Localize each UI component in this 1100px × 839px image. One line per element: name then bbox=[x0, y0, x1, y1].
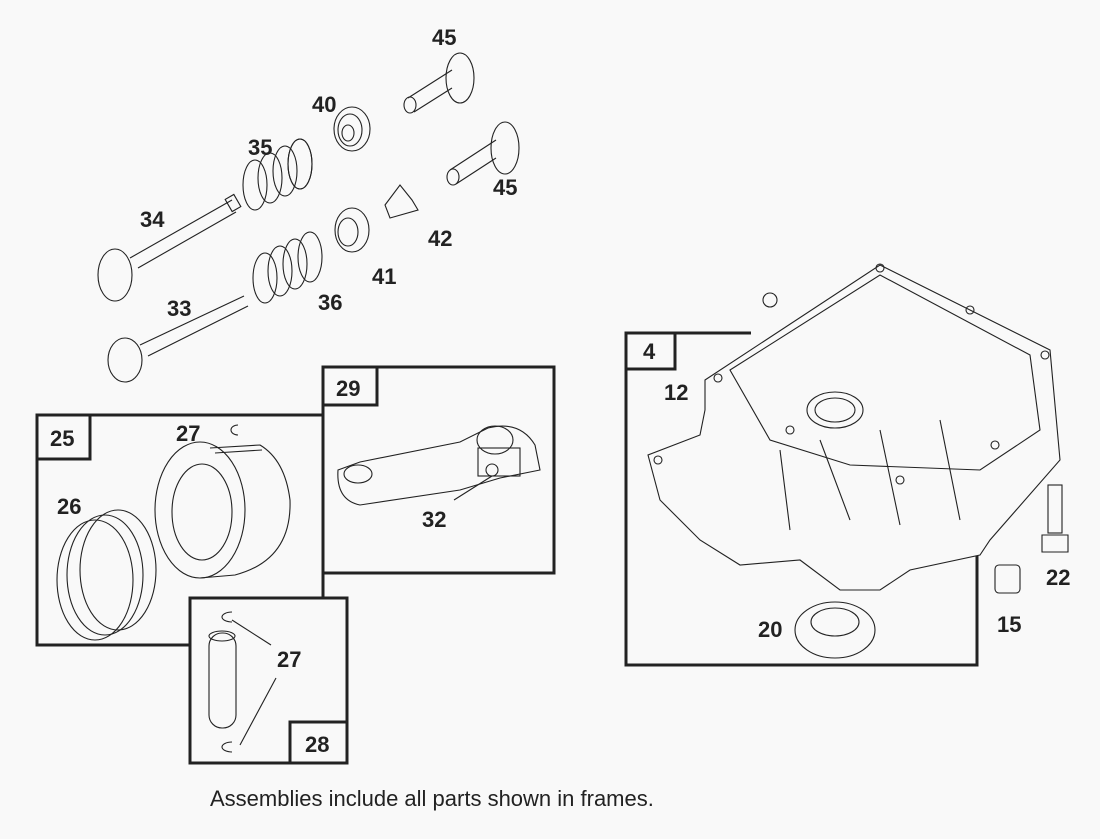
leader-line-32 bbox=[453, 475, 493, 501]
valve-spring-36 bbox=[252, 231, 323, 304]
retainer-clip-27 bbox=[230, 424, 239, 436]
piston-rings-26 bbox=[56, 509, 157, 641]
callout-42: 42 bbox=[428, 226, 452, 251]
frame-label-4: 4 bbox=[643, 339, 656, 364]
frame-label-29: 29 bbox=[336, 376, 360, 401]
frame-4: 4 bbox=[624, 331, 979, 667]
callout-12: 12 bbox=[664, 380, 688, 405]
callout-27: 27 bbox=[277, 647, 301, 672]
callout-27: 27 bbox=[176, 421, 200, 446]
callout-41: 41 bbox=[372, 264, 396, 289]
callout-45: 45 bbox=[493, 175, 517, 200]
spring-retainer-41 bbox=[334, 207, 370, 253]
callout-36: 36 bbox=[318, 290, 342, 315]
callout-20: 20 bbox=[758, 617, 782, 642]
callout-15: 15 bbox=[997, 612, 1021, 637]
callout-26: 26 bbox=[57, 494, 81, 519]
crankcase-sump bbox=[647, 263, 1061, 591]
callout-33: 33 bbox=[167, 296, 191, 321]
valve-spring-35 bbox=[242, 138, 313, 211]
valve-34 bbox=[97, 193, 242, 302]
valve-33 bbox=[107, 295, 249, 383]
connecting-rod bbox=[337, 425, 541, 506]
piston-pin bbox=[208, 630, 237, 729]
callout-40: 40 bbox=[312, 92, 336, 117]
callout-34: 34 bbox=[140, 207, 165, 232]
valve-keeper-42 bbox=[384, 184, 419, 219]
bolt-22 bbox=[1041, 484, 1069, 553]
piston bbox=[154, 441, 291, 579]
callout-32: 32 bbox=[422, 507, 446, 532]
frame-label-28: 28 bbox=[305, 732, 329, 757]
callout-35: 35 bbox=[248, 135, 272, 160]
retainer-clips-27 bbox=[221, 611, 277, 753]
frame-29: 29 bbox=[321, 365, 556, 575]
frame-label-25: 25 bbox=[50, 426, 74, 451]
drain-plug-15 bbox=[994, 564, 1021, 594]
oil-seal-20 bbox=[794, 601, 876, 659]
diagram-caption: Assemblies include all parts shown in fr… bbox=[210, 786, 654, 811]
spring-retainer-40 bbox=[333, 106, 371, 152]
frame-28: 28 bbox=[188, 596, 349, 765]
callout-45: 45 bbox=[432, 25, 456, 50]
callout-22: 22 bbox=[1046, 565, 1070, 590]
valve-tappet-45-upper bbox=[403, 52, 475, 114]
valve-tappet-45-lower bbox=[446, 121, 520, 186]
